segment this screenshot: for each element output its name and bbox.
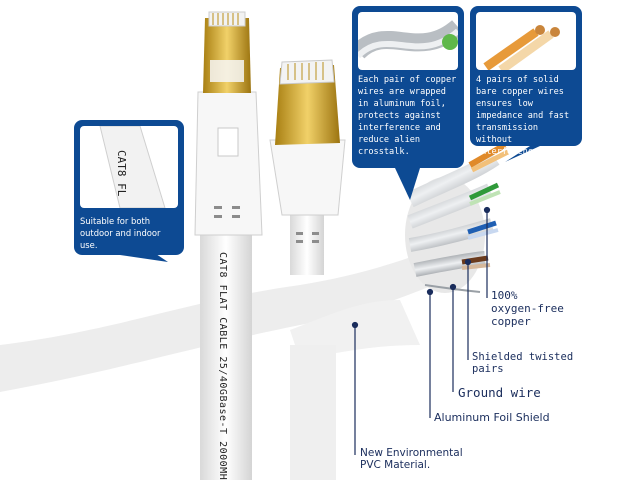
callout-foil: Each pair of copper wires are wrapped in… xyxy=(352,6,464,168)
callout-photo-text: CAT8 FL xyxy=(115,150,128,197)
cable-print-text: CAT8 FLAT CABLE 25/40GBase-T 2000MH xyxy=(217,252,228,480)
connector-boot-right xyxy=(269,139,346,216)
callout-photo-foil xyxy=(358,12,458,70)
label-foil-shield: Aluminum Foil Shield xyxy=(434,411,550,424)
callout-photo-cable xyxy=(80,126,178,208)
flat-cable-left xyxy=(200,200,252,480)
lower-cable-strip xyxy=(290,345,336,480)
label-pvc-material: New Environmental PVC Material. xyxy=(360,447,463,471)
callout-foil-caption: Each pair of copper wires are wrapped in… xyxy=(358,75,457,157)
callout-outdoor: Suitable for both outdoor and indoor use… xyxy=(74,120,184,255)
callout-copper: 4 pairs of solid bare copper wires ensur… xyxy=(470,6,582,157)
callout-outdoor-caption: Suitable for both outdoor and indoor use… xyxy=(80,216,161,250)
rj45-plug-right xyxy=(275,65,340,145)
callout-copper-caption: 4 pairs of solid bare copper wires ensur… xyxy=(476,75,570,157)
label-ground-wire: Ground wire xyxy=(458,385,541,400)
label-oxygen-free-copper: 100% oxygen-free copper xyxy=(491,289,564,328)
callout-photo-copper xyxy=(476,12,576,70)
label-shielded-pairs: Shielded twisted pairs xyxy=(472,351,574,375)
connector-boot-left xyxy=(194,91,263,236)
twisted-pairs xyxy=(405,142,510,293)
